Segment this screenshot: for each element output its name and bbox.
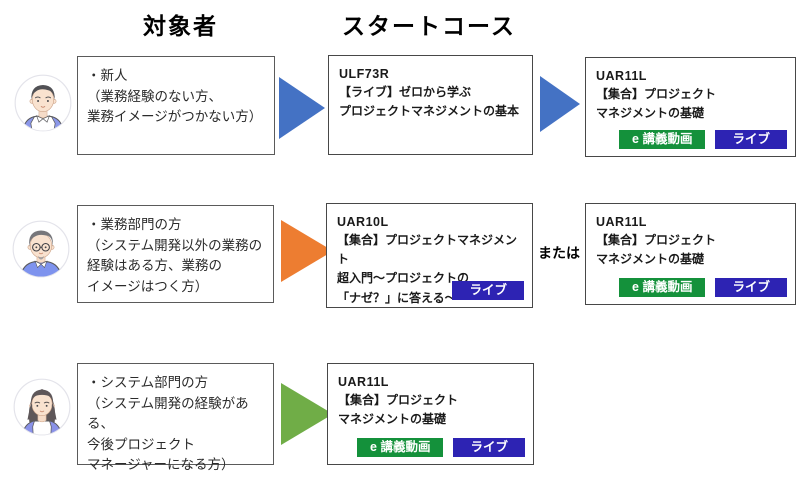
business-dept-avatar-icon bbox=[12, 220, 70, 278]
e-learning-video-badge: e 講義動画 bbox=[619, 130, 706, 149]
or-label: または bbox=[538, 245, 580, 261]
course-code: UAR10L bbox=[337, 215, 389, 229]
e-learning-video-badge: e 講義動画 bbox=[357, 438, 444, 457]
new-employee-avatar-icon bbox=[14, 74, 72, 132]
course-code: ULF73R bbox=[339, 67, 390, 81]
flow-arrow-icon-row2 bbox=[281, 220, 333, 282]
live-badge: ライブ bbox=[452, 281, 524, 300]
course-title: 【集合】プロジェクト マネジメントの基礎 bbox=[338, 393, 459, 427]
course-box-uar11l-row2: UAR11L 【集合】プロジェクト マネジメントの基礎 e 講義動画 ライブ bbox=[585, 203, 796, 305]
audience-column-header: 対象者 bbox=[143, 13, 218, 39]
course-code: UAR11L bbox=[596, 215, 647, 229]
flow-arrow-icon-row3 bbox=[281, 383, 333, 445]
course-title: 【集合】プロジェクトマネジメント 超入門～プロジェクトの 「ナゼ？」に答える～ bbox=[337, 233, 518, 305]
course-box-ulf73r: ULF73R 【ライブ】ゼロから学ぶ プロジェクトマネジメントの基本 bbox=[328, 55, 533, 155]
course-title: 【集合】プロジェクト マネジメントの基礎 bbox=[596, 87, 717, 121]
live-badge: ライブ bbox=[453, 438, 525, 457]
course-code: UAR11L bbox=[338, 375, 389, 389]
start-course-column-header: スタートコース bbox=[342, 13, 516, 39]
badge-group: ライブ bbox=[452, 281, 524, 300]
e-learning-video-badge: e 講義動画 bbox=[619, 278, 706, 297]
flow-arrow-icon-row1-b bbox=[540, 76, 580, 132]
course-box-uar11l-row3: UAR11L 【集合】プロジェクト マネジメントの基礎 e 講義動画 ライブ bbox=[327, 363, 534, 465]
course-box-uar11l-row1: UAR11L 【集合】プロジェクト マネジメントの基礎 e 講義動画 ライブ bbox=[585, 57, 796, 157]
course-title: 【集合】プロジェクト マネジメントの基礎 bbox=[596, 233, 717, 267]
live-badge: ライブ bbox=[715, 278, 787, 297]
flow-arrow-icon-row1-a bbox=[279, 77, 325, 139]
course-box-uar10l: UAR10L 【集合】プロジェクトマネジメント 超入門～プロジェクトの 「ナゼ？… bbox=[326, 203, 533, 308]
audience-box-row2: ・業務部門の方 （システム開発以外の業務の 経験はある方、業務の イメージはつく… bbox=[77, 205, 274, 303]
system-dept-avatar-icon bbox=[13, 378, 71, 436]
audience-box-row1: ・新人 （業務経験のない方、 業務イメージがつかない方） bbox=[77, 56, 275, 155]
audience-box-row3: ・システム部門の方 （システム開発の経験がある、 今後プロジェクト マネージャー… bbox=[77, 363, 274, 472]
badge-group: e 講義動画 ライブ bbox=[357, 438, 525, 457]
badge-group: e 講義動画 ライブ bbox=[619, 130, 787, 149]
live-badge: ライブ bbox=[715, 130, 787, 149]
badge-group: e 講義動画 ライブ bbox=[619, 278, 787, 297]
course-title: 【ライブ】ゼロから学ぶ プロジェクトマネジメントの基本 bbox=[339, 85, 520, 119]
course-code: UAR11L bbox=[596, 69, 647, 83]
